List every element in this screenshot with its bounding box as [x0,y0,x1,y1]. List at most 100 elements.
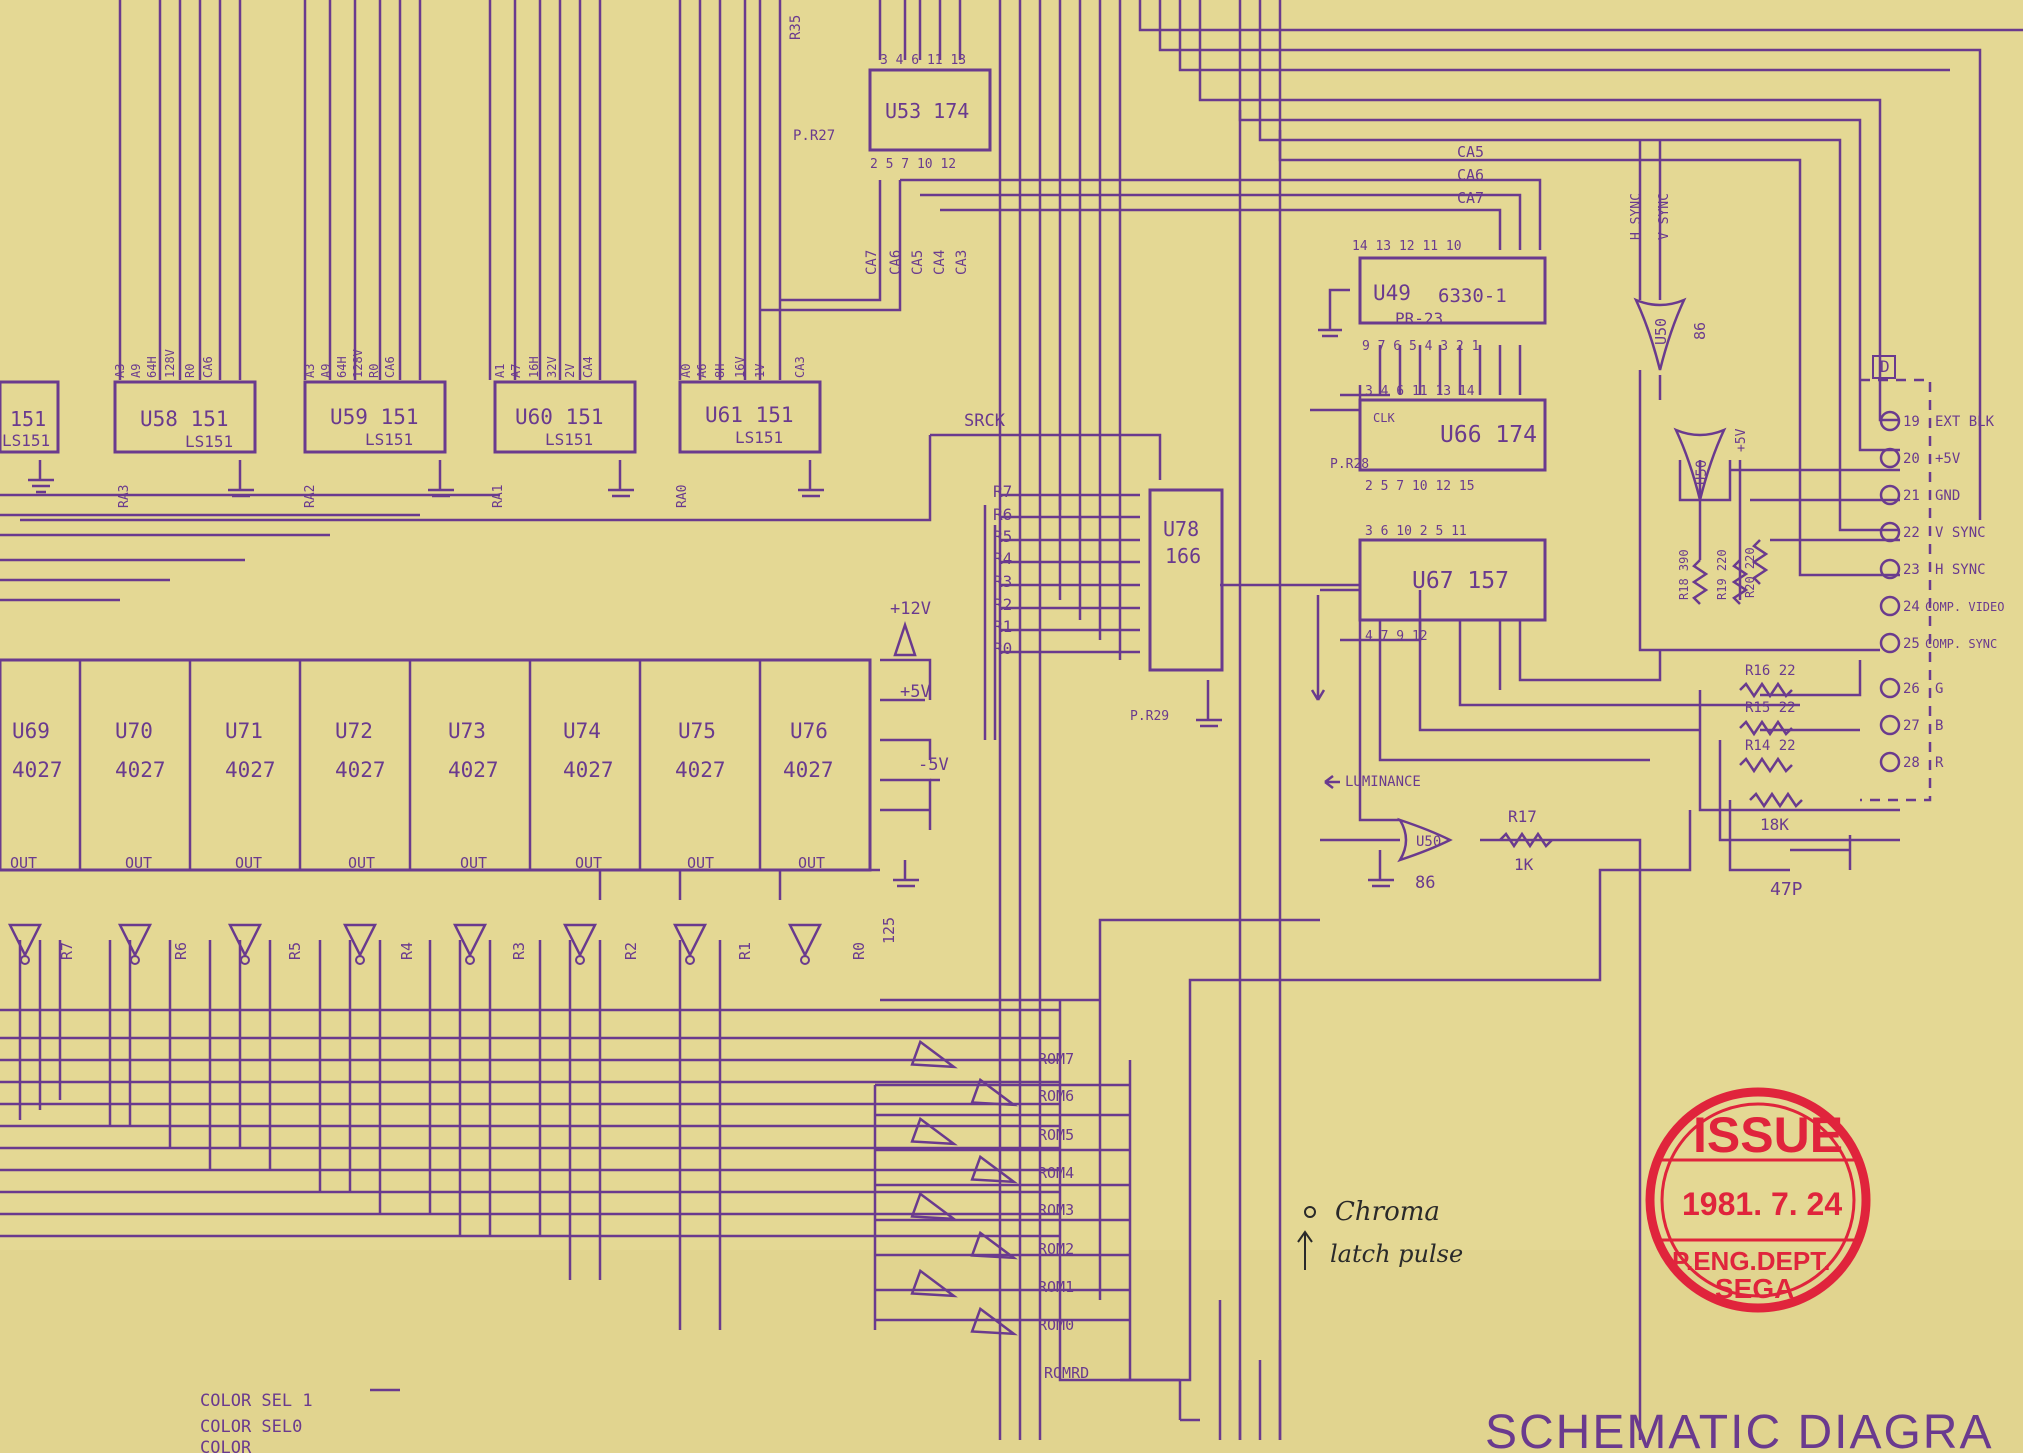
u60-in2: 16H [527,356,541,378]
chip-u78: U78 166 P.R29 [1130,488,1224,728]
u50c-label: U50 [1416,834,1441,850]
r-input-7: R7 [993,482,1012,501]
sr-part-1: 4027 [115,758,166,782]
r15-label: R15 22 [1745,700,1796,716]
sel-ra3: RA3 [117,485,132,508]
sr-part-5: 4027 [563,758,614,782]
sr-name-7: U76 [790,719,828,743]
sr-part-3: 4027 [335,758,386,782]
gate-u50-bottom: U50 86 [1368,817,1453,893]
connector-pin-7 [1879,677,1901,699]
pin-23-num: 23 [1903,562,1920,578]
srck-label: SRCK [964,411,1006,431]
r17-label: R17 [1508,807,1537,826]
chip-u60: U60 151 LS151 [493,380,637,454]
u59-sub: LS151 [365,430,413,449]
u61-sub: LS151 [735,428,783,447]
sr-part-6: 4027 [675,758,726,782]
mux0-in5: CA6 [383,356,397,378]
r18-label: R18 390 [1677,549,1691,600]
rom-buffer-0 [910,1039,958,1069]
u61-in5: CA3 [793,356,807,378]
pin-20-label: +5V [1935,451,1961,467]
drv-r6: R6 [172,942,190,960]
u50a-label: U50 [1652,318,1670,345]
minus5v-label: -5V [918,755,949,775]
color-sel-1: COLOR SEL 1 [200,1391,313,1411]
u66-clk: CLK [1373,411,1395,425]
rom3-label: ROM3 [1038,1201,1074,1219]
color-sel-0: COLOR SEL0 [200,1417,302,1437]
chroma-note: Chroma [1335,1197,1440,1227]
chip-u49: U49 6330-1 PR-23 14 13 12 11 10 9 7 6 5 … [1352,239,1547,354]
rom-buffer-6 [910,1268,958,1298]
plus12v-arrow-icon [893,621,917,657]
rom-buffer-5 [970,1230,1018,1260]
r-18k-label: 18K [1760,815,1789,834]
u58-in5: CA6 [201,356,215,378]
driver-gate-7 [787,923,823,958]
drv-r5: R5 [286,942,304,960]
connector-pin-labels: 19 EXT BLK 20 +5V 21 GND 22 V SYNC 23 H … [1903,414,2004,771]
cap-47p-label: 47P [1770,879,1803,900]
gate-u50-mid: U50 [1673,427,1727,501]
chip-u66: U66 174 CLK P.R28 3 4 6 11 13 14 2 5 7 1… [1330,384,1547,494]
sr-out-6: OUT [687,854,714,872]
issue-stamp: ISSUE 1981. 7. 24 P.ENG.DEPT. SEGA [1645,1087,1871,1313]
chroma-marker-icon [1304,1206,1316,1218]
rom2-label: ROM2 [1038,1240,1074,1258]
pin-21-num: 21 [1903,488,1920,504]
connector-pin-0 [1879,410,1901,432]
chip-u57: 151 LS151 [0,380,60,454]
rom6-label: ROM6 [1038,1087,1074,1105]
pin-27-num: 27 [1903,718,1920,734]
u53-out-3: CA4 [932,250,948,275]
pr28-label: P.R28 [1330,457,1369,472]
u57-sub: LS151 [2,431,50,450]
connector-pin-3 [1879,521,1901,543]
sr-name-1: U70 [115,719,153,743]
u50c-ground [1368,850,1394,888]
mux0-in1: A9 [319,364,333,378]
connector-pin-6 [1879,632,1901,654]
driver-bubble-6 [685,955,695,965]
stamp-issue: ISSUE [1693,1107,1843,1163]
rom0-label: ROM0 [1038,1316,1074,1334]
drv-r4: R4 [398,942,416,960]
pin-27-label: B [1935,718,1943,734]
drv-r1: R1 [736,942,754,960]
pin-28-num: 28 [1903,755,1920,771]
chip-u61: U61 151 LS151 [678,380,822,454]
u53-out-2: CA5 [910,250,926,275]
u49-part: 6330-1 [1438,285,1507,307]
r19-label: R19 220 [1715,549,1729,600]
u53-pins-bottom: 2 5 7 10 12 [870,157,956,172]
driver-bubble-1 [130,955,140,965]
r16-label: R16 22 [1745,663,1796,679]
u49-pins: 14 13 12 11 10 [1352,239,1462,254]
mux0-in4: R0 [367,364,381,378]
connector-pin-8 [1879,714,1901,736]
connector-pin-5 [1879,595,1901,617]
u60-in4: 2V [563,364,577,378]
sheet-title: SCHEMATIC DIAGRA [1485,1406,1993,1453]
sr-out-2: OUT [235,854,262,872]
u58-in2: 64H [145,356,159,378]
drv-r7: R7 [58,942,76,960]
sr-out-0: OUT [10,854,37,872]
driver-bubble-5 [575,955,585,965]
driver-gate-5 [562,923,598,958]
note-arrow-icon [1297,1230,1313,1270]
sr-out-5: OUT [575,854,602,872]
u60-sub: LS151 [545,430,593,449]
u53-label: U53 174 [885,99,969,123]
mux-input-labels: A3 A9 64H 128V R0 CA6 A3 A9 64H 128V R0 … [113,349,807,378]
shift-register-block [0,658,872,872]
pin-23-label: H SYNC [1935,562,1986,578]
romrd-label: ROMRD [1044,1364,1089,1382]
rom5-label: ROM5 [1038,1126,1074,1144]
u61-in4: 1V [753,364,767,378]
stamp-company: SEGA [1715,1273,1794,1304]
rom-buffer-1 [970,1077,1018,1107]
